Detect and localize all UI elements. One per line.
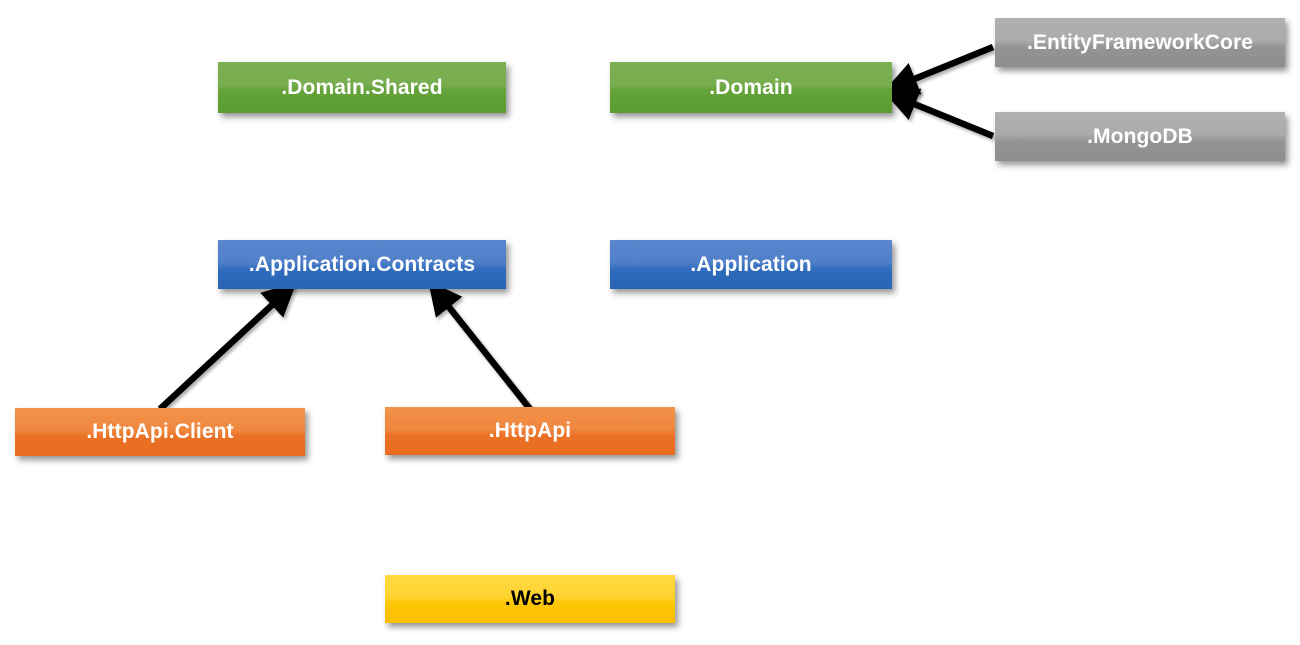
node-label: .EntityFrameworkCore: [1026, 30, 1254, 54]
edge-httpapi-client-to-application-contracts: [157, 282, 297, 412]
node-label: .Web: [504, 587, 556, 610]
node-application[interactable]: .Application: [610, 240, 892, 289]
node-label: .Domain: [709, 75, 793, 99]
node-label: .Application.Contracts: [248, 252, 476, 276]
edge-httpapi-to-application-contracts: [428, 280, 533, 412]
node-label: .HttpApi.Client: [86, 420, 234, 443]
node-domain-shared[interactable]: .Domain.Shared: [218, 62, 506, 113]
node-application-contracts[interactable]: .Application.Contracts: [218, 240, 506, 289]
node-label: .MongoDB: [1087, 124, 1193, 148]
node-entity-framework-core[interactable]: .EntityFrameworkCore: [995, 18, 1285, 67]
node-web[interactable]: .Web: [385, 575, 675, 623]
edge-mongodb-to-domain: [883, 88, 995, 140]
node-mongodb[interactable]: .MongoDB: [995, 112, 1285, 161]
node-domain[interactable]: .Domain: [610, 62, 892, 113]
edge-entity-framework-core-to-domain: [883, 43, 995, 95]
node-label: .Application: [690, 252, 812, 276]
node-httpapi[interactable]: .HttpApi: [385, 407, 675, 455]
node-label: .Domain.Shared: [281, 75, 443, 99]
node-httpapi-client[interactable]: .HttpApi.Client: [15, 408, 305, 456]
edge-group: [157, 43, 995, 575]
node-label: .HttpApi: [488, 419, 572, 442]
